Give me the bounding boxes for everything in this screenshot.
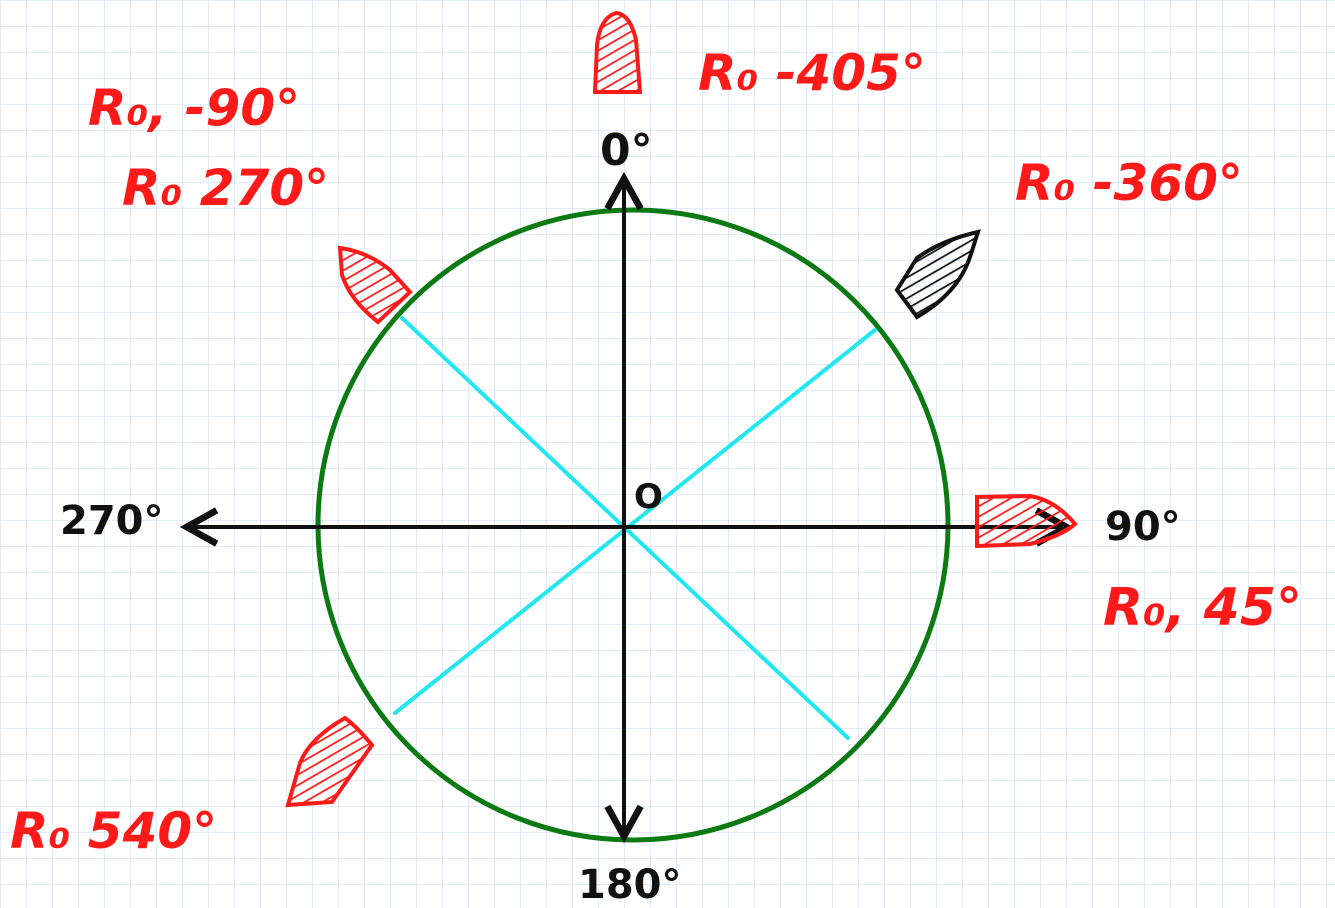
axis-label-left: 270° xyxy=(60,498,164,544)
annotation-top: R₀ -405° xyxy=(698,44,926,102)
annotation-right: R₀, 45° xyxy=(1103,578,1302,638)
sw-marker-red xyxy=(285,715,375,808)
annotation-top-left-line1: R₀, -90° xyxy=(88,79,300,137)
axis-label-bottom: 180° xyxy=(578,862,682,908)
annotation-top-right: R₀ -360° xyxy=(1015,154,1243,212)
axis-label-top: 0° xyxy=(600,125,653,176)
annotation-top-left-line2: R₀ 270° xyxy=(122,159,329,217)
origin-label: O xyxy=(634,477,663,517)
right-marker-red xyxy=(975,493,1078,549)
ne-marker-black xyxy=(894,229,981,320)
annotation-bottom-left: R₀ 540° xyxy=(10,802,217,860)
axis-label-right: 90° xyxy=(1105,504,1181,550)
nw-marker-red xyxy=(337,245,413,325)
top-marker-red xyxy=(592,10,643,94)
